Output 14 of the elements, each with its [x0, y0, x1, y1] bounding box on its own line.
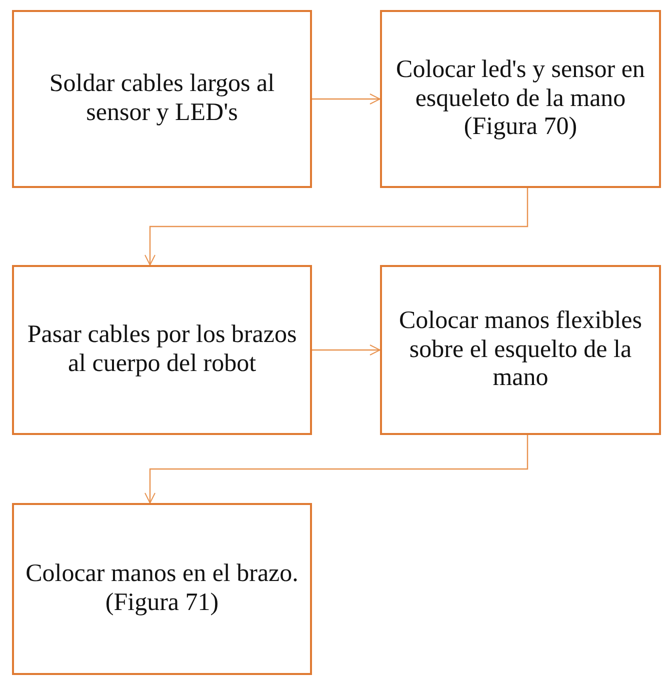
- arrow: [144, 435, 528, 504]
- process-box: [380, 265, 661, 435]
- process-box: [12, 503, 312, 675]
- arrow: [312, 94, 380, 104]
- process-box: [12, 265, 312, 435]
- step-text: Colocar manos en el brazo. (Figura 71): [24, 560, 300, 618]
- step-text: Colocar manos flexibles sobre el esquelto de la mano: [398, 306, 643, 394]
- step-text: Colocar led's y sensor en esqueleto de la mano (Figura 70): [395, 56, 646, 142]
- process-box: [12, 10, 312, 188]
- arrow: [144, 188, 528, 266]
- step-text: Soldar cables largos al sensor y LED's: [48, 70, 276, 128]
- process-box: [380, 10, 661, 188]
- step-text: Pasar cables por los brazos al cuerpo del robot: [26, 321, 298, 379]
- arrow: [312, 344, 380, 356]
